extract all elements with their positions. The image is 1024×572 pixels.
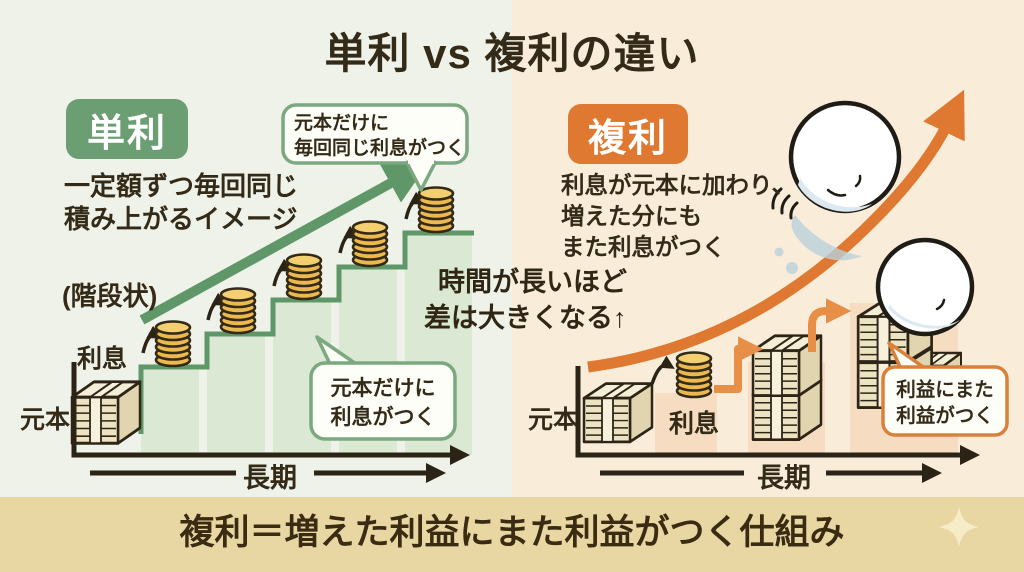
simple-interest-badge: 単利 <box>66 99 188 159</box>
footer-banner: 複利＝増えた利益にまた利益がつく仕組み <box>0 497 1024 572</box>
simple-interest-panel <box>0 0 512 497</box>
compound-interest-panel <box>512 0 1024 497</box>
footer-text: 複利＝増えた利益にまた利益がつく仕組み <box>179 513 845 552</box>
compound-interest-badge: 複利 <box>568 104 688 164</box>
sparkle-icon <box>939 507 979 547</box>
